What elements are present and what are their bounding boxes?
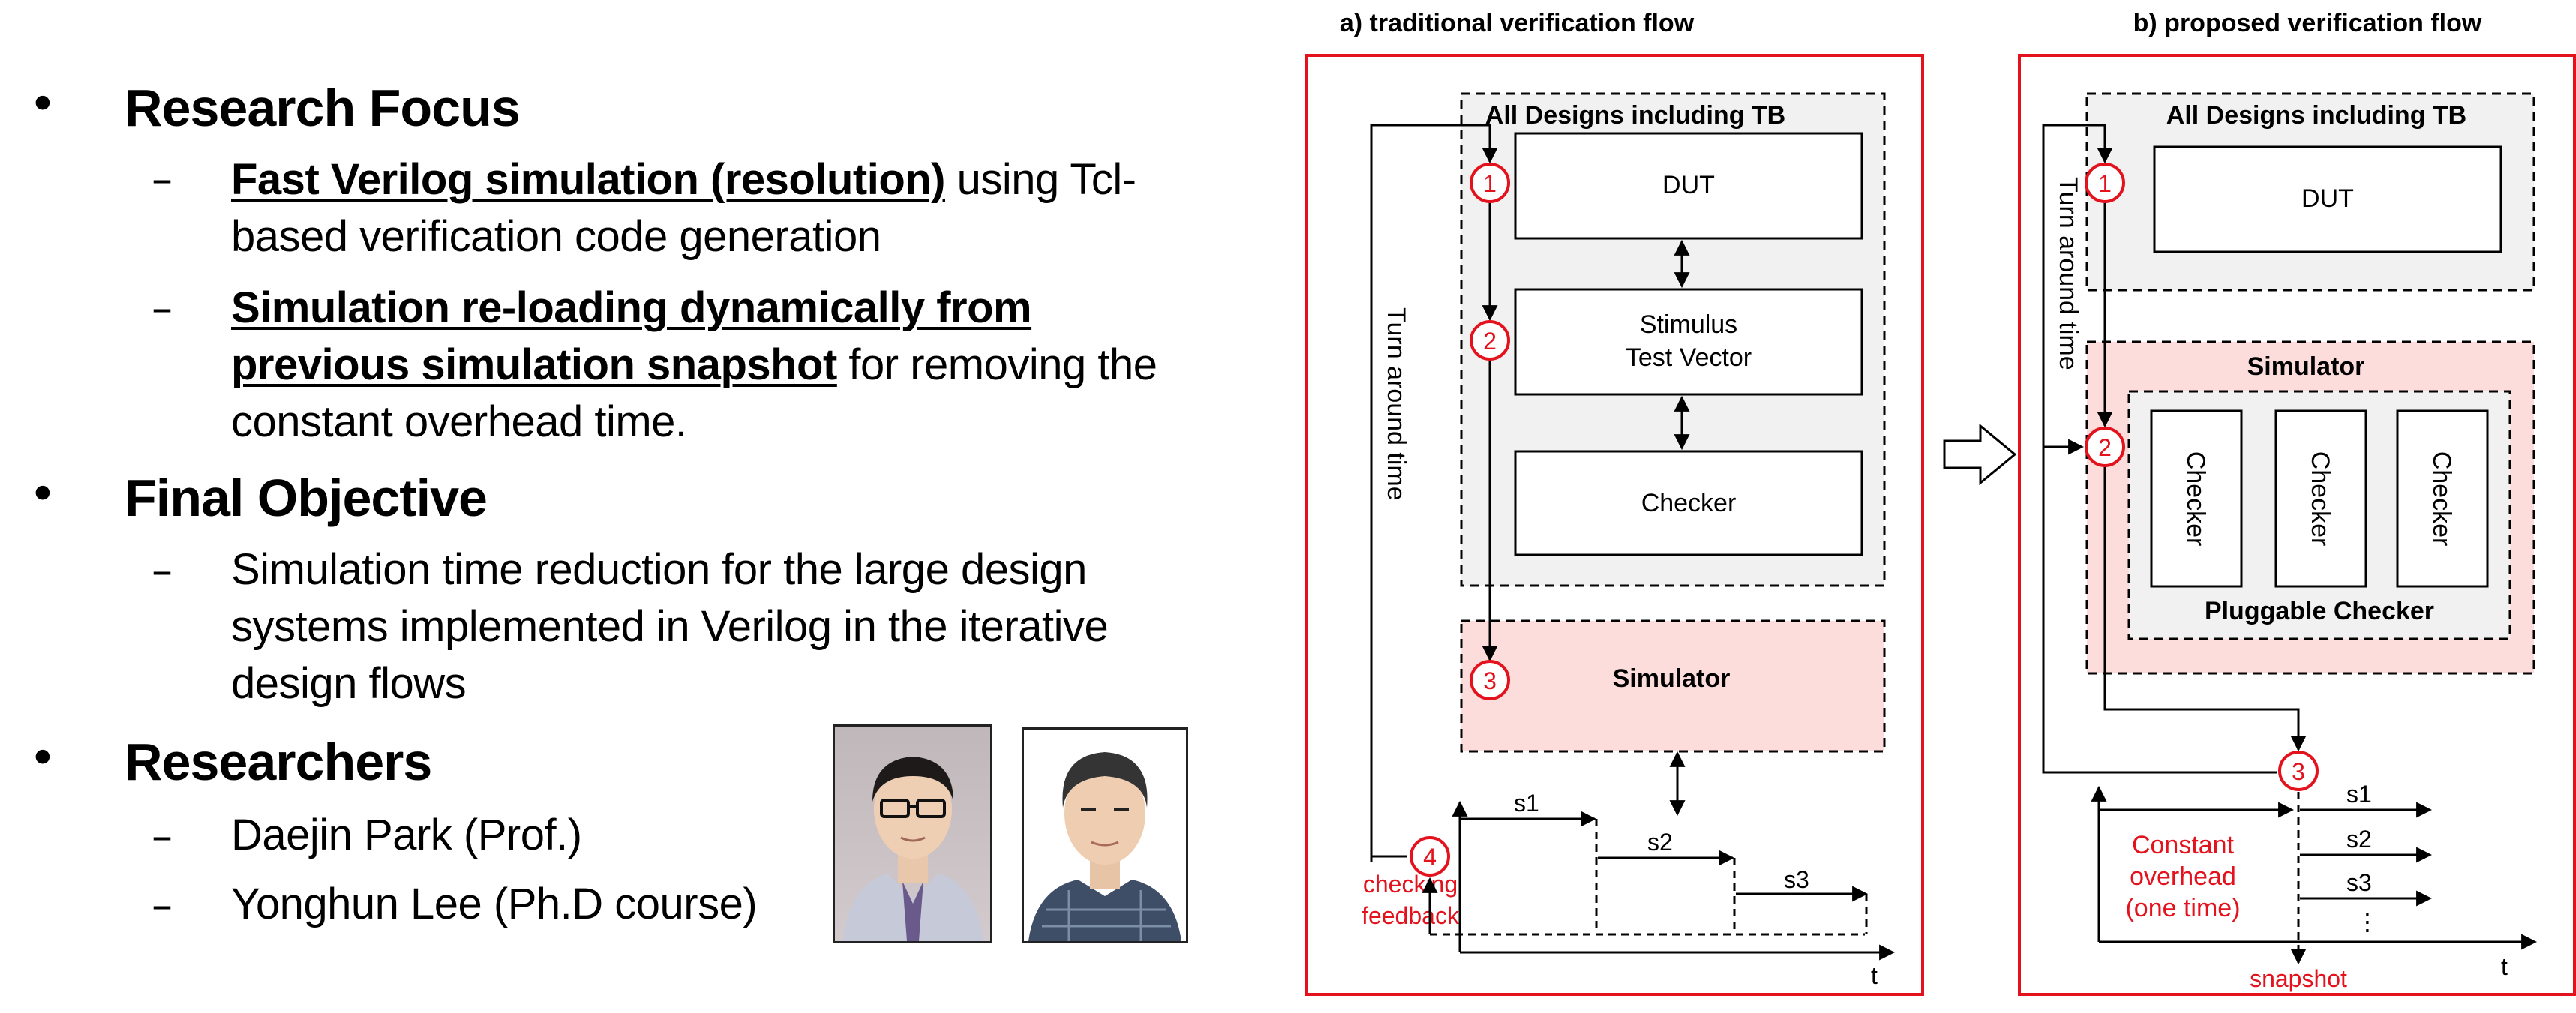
portrait-icon: [1028, 752, 1181, 941]
diagram-a-title: a) traditional verification flow: [1340, 9, 1695, 37]
diagram-a-checker-box: [1514, 450, 1863, 556]
diagram-a-turnaround-label: Turn around time: [1382, 307, 1410, 501]
timeline-label-s3: s3: [1784, 866, 1809, 893]
diagram-a-dut-label: DUT: [1662, 171, 1715, 199]
step-2-marker: 2: [2085, 427, 2125, 467]
diagram-b-turnaround-label: Turn around time: [2054, 177, 2082, 370]
checker-label-1: Checker: [2181, 451, 2210, 547]
timeline-ellipsis: ⋮: [2355, 908, 2379, 935]
timeline-step-s1: [1460, 811, 1598, 934]
diagram-a-simulator-box: [1460, 619, 1886, 753]
timeline-label-s1: s1: [2346, 781, 2372, 808]
research-summary-panel: • Research Focus – Fast Verilog simulati…: [0, 0, 1230, 1013]
diagram-a-group-title: All Designs including TB: [1485, 101, 1785, 130]
step-4-label: 4: [1423, 844, 1437, 871]
timeline-label-s2: s2: [1647, 829, 1673, 856]
diagram-b-dut-box: [2153, 145, 2502, 253]
timeline-label-s1: s1: [1514, 790, 1539, 817]
diagram-b-dut-label: DUT: [2301, 184, 2354, 213]
step-3-label: 3: [2292, 758, 2305, 785]
step-4-marker: 4: [1410, 836, 1450, 877]
diagram-b-simulator-label: Simulator: [2247, 352, 2365, 381]
section-heading-final-objective: Final Objective: [125, 469, 488, 527]
portrait-icon: [842, 757, 983, 941]
bullet-icon: •: [29, 467, 57, 523]
researcher-item-2: Yonghun Lee (Ph.D course): [231, 876, 831, 933]
item-text: Simulation time reduction for the large …: [231, 545, 1109, 708]
section-heading-researchers: Researchers: [125, 733, 432, 791]
item-text: using Tcl-based verification code genera…: [231, 155, 1136, 261]
transition-arrow-icon: [1943, 423, 2017, 486]
diagram-a-dut-box: [1514, 132, 1863, 240]
item-text: Daejin Park (Prof.): [231, 811, 582, 859]
checking-feedback-label: checking: [1363, 871, 1458, 898]
timeline-step-s3: [1736, 886, 1869, 934]
diagram-a-stimulus-label-2: Test Vector: [1626, 343, 1752, 372]
researcher-photo-daejin-park: [833, 724, 992, 943]
step-2-marker: 2: [1470, 320, 1510, 361]
step-3-label: 3: [1483, 667, 1497, 694]
researcher-photo-yonghun-lee: [1022, 727, 1188, 943]
diagram-a-simulator-label: Simulator: [1613, 664, 1731, 693]
step-1-label: 1: [1483, 170, 1497, 197]
step-2-label: 2: [2098, 434, 2112, 461]
dash-icon: –: [152, 547, 173, 595]
diagram-a-checker-label: Checker: [1641, 489, 1737, 517]
dash-icon: –: [152, 812, 173, 861]
step-1-label: 1: [2098, 170, 2112, 197]
bullet-icon: •: [29, 731, 57, 787]
item-text: Yonghun Lee (Ph.D course): [231, 880, 758, 928]
section-heading-research-focus: Research Focus: [125, 79, 521, 137]
diagram-a-stimulus-box: [1514, 288, 1863, 396]
diagram-a-turnaround-loop: [1370, 124, 1498, 862]
checking-feedback-label-2: feedback: [1362, 902, 1460, 929]
diagram-a-frame: [1305, 54, 1924, 996]
step-2-label: 2: [1483, 328, 1497, 355]
diagram-a-stimulus-label: Stimulus: [1640, 310, 1737, 339]
diagram-b-flow-to-snapshot: [2103, 466, 2307, 752]
dash-icon: –: [152, 155, 173, 204]
pluggable-checker-label: Pluggable Checker: [2205, 597, 2434, 625]
checker-label-3: Checker: [2427, 451, 2456, 547]
checker-box-2: [2274, 409, 2367, 588]
item-emphasis: Fast Verilog simulation (resolution): [231, 155, 946, 204]
step-1-marker: 1: [2085, 163, 2125, 203]
diagram-b-group-title: All Designs including TB: [2166, 101, 2466, 130]
research-focus-item-1: Fast Verilog simulation (resolution) usi…: [231, 151, 1221, 265]
constant-overhead-label-2: overhead: [2130, 862, 2236, 891]
item-emphasis: Simulation re-loading dynamically from p…: [231, 283, 1032, 389]
checker-box-3: [2396, 409, 2489, 588]
snapshot-label: snapshot: [2250, 965, 2347, 992]
checker-box-1: [2150, 409, 2243, 588]
dash-icon: –: [152, 284, 173, 333]
timeline-step-s2: [1598, 850, 1736, 934]
step-3-marker: 3: [1470, 660, 1510, 700]
step-3-marker: 3: [2278, 751, 2319, 791]
research-focus-item-2: Simulation re-loading dynamically from p…: [231, 280, 1221, 451]
diagram-b-time-axis-label: t: [2501, 953, 2508, 980]
item-text: for removing the constant overhead time.: [231, 340, 1157, 446]
step-1-marker: 1: [1470, 163, 1510, 203]
researcher-item-1: Daejin Park (Prof.): [231, 807, 831, 864]
timeline-label-s2: s2: [2346, 826, 2372, 853]
bullet-icon: •: [29, 77, 57, 133]
constant-overhead-label-3: (one time): [2125, 894, 2240, 922]
diagram-b-title: b) proposed verification flow: [2133, 9, 2482, 37]
constant-overhead-label: Constant: [2132, 831, 2235, 859]
timeline-label-s3: s3: [2346, 869, 2372, 896]
checker-label-2: Checker: [2306, 451, 2334, 547]
diagram-b-turnaround-loop: [2042, 124, 2277, 774]
diagram-a-time-axis-label: t: [1871, 962, 1878, 989]
diagram-b-frame: [2018, 54, 2576, 996]
final-objective-item-1: Simulation time reduction for the large …: [231, 541, 1221, 712]
dash-icon: –: [152, 881, 173, 930]
